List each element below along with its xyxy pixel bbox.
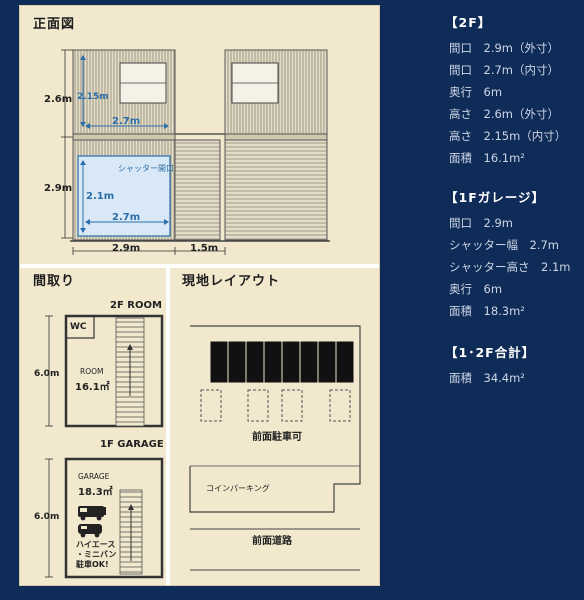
spec-2f-row: 高さ 2.6m（外寸） — [449, 107, 559, 121]
room-label: ROOM — [80, 367, 104, 376]
floor-plan-title: 間取り — [33, 274, 76, 289]
dim-2f-inner-width: 2.7m — [112, 116, 141, 127]
dim-2f-depth: 6.0m — [34, 369, 60, 379]
spec-1f-row: シャッター高さ 2.1m — [449, 260, 571, 274]
spec-2f-row: 高さ 2.15m（内寸） — [449, 129, 567, 143]
2f-room-label: 2F ROOM — [110, 300, 162, 311]
2f-plan-outline — [64, 314, 164, 428]
parking-note-1: ハイエース — [76, 540, 116, 549]
spec-total-heading: 【1･2F合計】 — [445, 345, 536, 360]
front-elevation — [61, 49, 330, 255]
spec-2f: 【2F】 間口 2.9m（外寸） 間口 2.7m（内寸） 奥行 6m 高さ 2.… — [445, 12, 566, 165]
coin-parking-label: コインパーキング — [206, 484, 270, 493]
front-parking-label: 前面駐車可 — [252, 432, 302, 443]
drawing-panel: 正面図 間取り 現地レイアウト — [19, 5, 380, 586]
parking-note-3: 駐車OK! — [76, 560, 109, 569]
dim-1f-inner-height: 2.1m — [86, 191, 115, 202]
garage-area: 18.3㎡ — [78, 487, 113, 498]
spec-1f-row: 面積 18.3m² — [449, 304, 525, 318]
spec-1f: 【1Fガレージ】 間口 2.9m シャッター幅 2.7m シャッター高さ 2.1… — [445, 187, 571, 318]
front-road-label: 前面道路 — [252, 536, 292, 547]
van-icon — [78, 506, 106, 521]
dim-2f-height: 2.6m — [44, 94, 73, 105]
spec-2f-heading: 【2F】 — [445, 15, 492, 30]
dim-width: 2.9m — [112, 243, 141, 254]
spec-total-row: 面積 34.4m² — [449, 371, 525, 385]
site-layout — [189, 325, 361, 571]
wc-label: WC — [70, 322, 87, 332]
spec-2f-row: 間口 2.7m（内寸） — [449, 63, 559, 77]
room-area: 16.1㎡ — [75, 382, 110, 393]
drawing-svg — [20, 49, 379, 585]
spec-total: 【1･2F合計】 面積 34.4m² — [445, 342, 536, 385]
shutter-opening — [77, 155, 171, 237]
spec-1f-row: 間口 2.9m — [449, 216, 513, 230]
parking-note-2: ・ミニバン — [76, 550, 117, 559]
dim-1f-depth: 6.0m — [34, 512, 60, 522]
dim-2f-inner-height: 2.15m — [77, 92, 109, 102]
dim-stair: 1.5m — [190, 243, 219, 254]
spec-1f-heading: 【1Fガレージ】 — [445, 190, 545, 205]
shutter-label: シャッター開口 — [118, 164, 174, 173]
1f-garage-label: 1F GARAGE — [100, 439, 164, 450]
right-1f-shutter — [224, 139, 328, 241]
exterior-stair — [174, 139, 221, 241]
wc-box — [65, 315, 95, 339]
spec-2f-row: 間口 2.9m（外寸） — [449, 41, 559, 55]
parking-slots — [200, 389, 351, 422]
spec-1f-row: 奥行 6m — [449, 282, 503, 296]
dim-1f-height: 2.9m — [44, 183, 73, 194]
spec-2f-row: 面積 16.1m² — [449, 151, 525, 165]
container-row — [209, 340, 355, 384]
minivan-icon — [78, 524, 102, 538]
floor-plans — [45, 314, 164, 579]
site-layout-title: 現地レイアウト — [182, 274, 281, 289]
garage-label: GARAGE — [78, 472, 110, 481]
1f-plan-outline — [64, 457, 164, 579]
spec-2f-row: 奥行 6m — [449, 85, 503, 99]
spec-1f-row: シャッター幅 2.7m — [449, 238, 559, 252]
site-boundary — [189, 325, 361, 513]
front-elevation-title: 正面図 — [33, 17, 76, 32]
dim-1f-inner-width: 2.7m — [112, 212, 141, 223]
